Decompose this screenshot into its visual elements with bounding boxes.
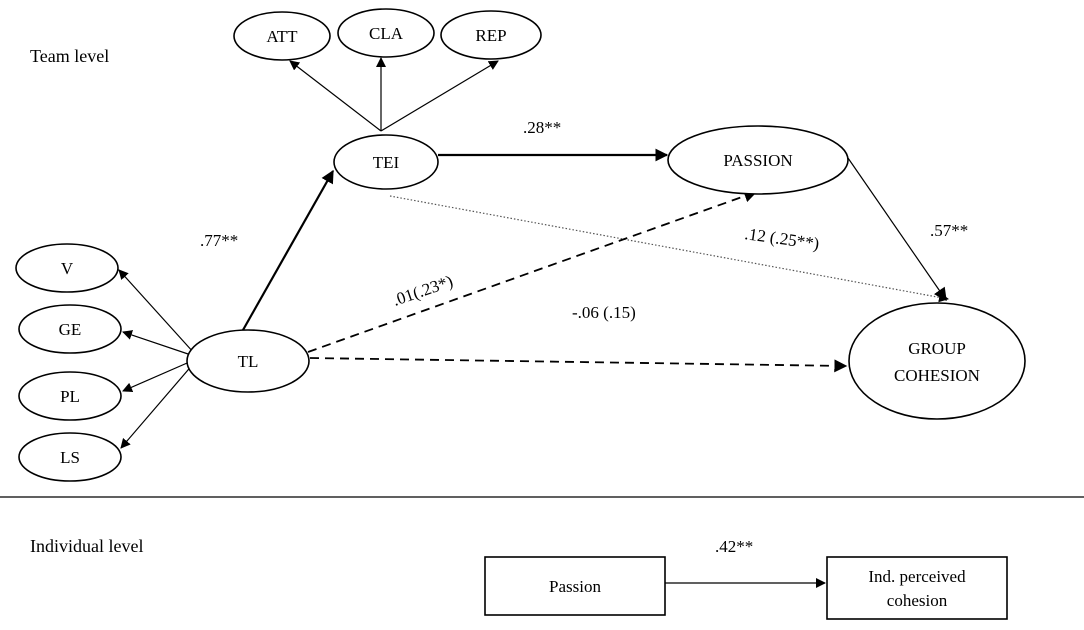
edge-tl-ge <box>122 330 195 357</box>
edge-tei-att <box>289 60 382 132</box>
coef-tei-cohesion: .12 (.25**) <box>743 224 820 253</box>
edge-tl-ls <box>120 362 195 449</box>
node-passion-label: PASSION <box>723 151 792 170</box>
node-cla: CLA <box>337 8 435 58</box>
node-rep-label: REP <box>475 26 506 45</box>
coef-ind-passion-cohesion: .42** <box>715 537 753 556</box>
node-att-label: ATT <box>266 27 298 46</box>
node-tl: TL <box>186 329 310 393</box>
node-group-cohesion-label-line2: COHESION <box>894 366 980 385</box>
node-group-cohesion-label-line1: GROUP <box>908 339 966 358</box>
node-pl-label: PL <box>60 387 80 406</box>
node-tei: TEI <box>333 134 439 190</box>
node-ind-cohesion-box: Ind. perceived cohesion <box>826 556 1008 620</box>
node-cla-label: CLA <box>369 24 404 43</box>
edge-tei-cohesion <box>389 195 949 303</box>
edge-passion-cohesion <box>847 157 947 302</box>
coef-tl-tei: .77** <box>200 231 238 250</box>
coef-passion-cohesion: .57** <box>930 221 968 240</box>
edge-tl-cohesion <box>309 357 848 373</box>
node-group-cohesion: GROUP COHESION <box>848 302 1026 420</box>
coef-tei-passion: .28** <box>523 118 561 137</box>
node-rep: REP <box>440 10 542 60</box>
edge-tl-v <box>118 269 195 354</box>
coef-tl-passion: .01(.23*) <box>390 272 455 310</box>
edge-tl-passion <box>307 189 758 353</box>
node-ge-label: GE <box>59 320 82 339</box>
node-passion: PASSION <box>667 125 849 195</box>
individual-level-label: Individual level <box>30 536 143 556</box>
team-level-label: Team level <box>30 46 109 66</box>
node-ind-cohesion-label-line2: cohesion <box>887 591 948 610</box>
node-passion-box-label: Passion <box>549 577 601 596</box>
node-passion-box: Passion <box>484 556 666 616</box>
node-ls-label: LS <box>60 448 80 467</box>
node-ls: LS <box>18 432 122 482</box>
edge-tl-tei <box>242 169 334 331</box>
node-v-label: V <box>61 259 74 278</box>
node-pl: PL <box>18 371 122 421</box>
edge-tei-rep <box>380 60 499 132</box>
coef-tl-cohesion: -.06 (.15) <box>572 303 636 322</box>
edge-tl-pl <box>122 359 195 392</box>
node-ge: GE <box>18 304 122 354</box>
node-ind-cohesion-label-line1: Ind. perceived <box>868 567 966 586</box>
node-tei-label: TEI <box>373 153 400 172</box>
node-tl-label: TL <box>238 352 259 371</box>
node-att: ATT <box>233 11 331 61</box>
node-v: V <box>15 243 119 293</box>
